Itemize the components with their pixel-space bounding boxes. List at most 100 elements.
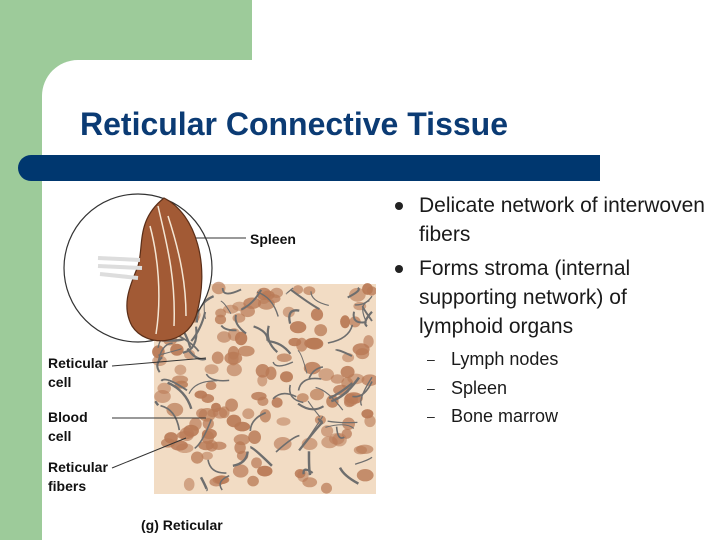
reticular-fiber — [330, 376, 361, 403]
tissue-cell — [251, 391, 267, 401]
label-spleen: Spleen — [250, 231, 296, 247]
reticular-fiber-network — [154, 287, 373, 492]
bullet-dot-icon — [395, 202, 403, 210]
reticular-fiber — [205, 373, 230, 382]
reticular-fiber — [315, 386, 344, 411]
tissue-cell — [363, 335, 374, 348]
reticular-fibers-leader — [111, 437, 187, 469]
tissue-cell — [276, 417, 291, 426]
reticular-fiber — [157, 342, 173, 364]
tissue-cell — [214, 314, 227, 325]
reticular-fiber — [199, 476, 208, 492]
tissue-cell — [198, 441, 214, 451]
reticular-fiber — [298, 421, 324, 452]
tissue-cell — [280, 371, 293, 383]
bullet-item: Forms stroma (internal supporting networ… — [393, 254, 713, 341]
bullet-item: Delicate network of interwoven fibers — [393, 191, 713, 249]
tissue-cell — [211, 281, 226, 295]
tissue-cell — [349, 316, 361, 328]
label-reticular-fibers-line2: fibers — [48, 478, 87, 494]
reticular-fiber — [297, 377, 322, 391]
tissue-cell — [321, 436, 338, 449]
tissue-cell — [201, 428, 217, 440]
figure-caption: (g) Reticular — [141, 517, 223, 533]
tissue-cell — [196, 408, 208, 419]
tissue-cell — [340, 315, 351, 329]
reticular-fiber — [275, 434, 300, 453]
dash-icon: – — [427, 351, 435, 367]
tissue-cell — [259, 409, 271, 423]
tissue-cell — [201, 451, 213, 460]
tissue-cell — [189, 417, 202, 431]
reticular-fiber — [220, 324, 237, 332]
reticular-fiber — [335, 349, 353, 357]
tissue-cell — [172, 375, 189, 384]
tissue-cell — [255, 364, 270, 378]
label-reticular-cell-line1: Reticular — [48, 355, 108, 371]
green-accent-top — [0, 0, 252, 60]
tissue-cell — [304, 337, 323, 349]
sub-bullet-text: Bone marrow — [451, 406, 559, 426]
label-reticular-cell-line2: cell — [48, 374, 72, 390]
tissue-cell — [204, 364, 219, 375]
tissue-cell — [225, 398, 239, 412]
tissue-cell — [179, 427, 195, 442]
reticular-fiber — [297, 402, 325, 411]
tissue-cell — [238, 345, 255, 357]
tissue-cell — [226, 363, 242, 377]
tissue-cell — [347, 373, 365, 385]
reticular-fiber — [288, 309, 300, 324]
tissue-cell — [321, 425, 334, 437]
reticular-fiber — [317, 418, 324, 424]
tissue-cell — [211, 351, 224, 364]
reticular-fiber — [325, 424, 355, 429]
reticular-fiber — [327, 420, 358, 424]
reticular-fiber — [156, 356, 163, 373]
tissue-cell — [248, 430, 261, 444]
reticular-fiber — [232, 451, 249, 467]
tissue-cell — [356, 444, 374, 454]
tissue-cell — [191, 451, 204, 464]
reticular-fiber — [220, 300, 232, 315]
tissue-cell — [257, 465, 273, 477]
dash-icon: – — [427, 408, 435, 424]
reticular-fiber — [207, 459, 227, 474]
tissue-cell — [343, 393, 358, 407]
reticular-fiber — [160, 404, 181, 431]
tissue-cell — [183, 477, 195, 491]
tissue-cell — [234, 331, 248, 346]
bullet-content: Delicate network of interwoven fibers Fo… — [393, 191, 713, 431]
slide-title: Reticular Connective Tissue — [80, 106, 508, 142]
label-blood-cell-line1: Blood — [48, 409, 88, 425]
reticular-fiber — [250, 446, 273, 467]
reticular-fiber — [188, 380, 218, 394]
reticular-fiber — [154, 400, 160, 407]
tissue-cell — [330, 374, 345, 384]
reticular-fiber — [302, 468, 314, 475]
sub-bullet-text: Lymph nodes — [451, 349, 559, 369]
reticular-fiber — [249, 411, 267, 432]
title-rule — [18, 155, 600, 181]
reticular-fiber — [157, 348, 182, 356]
tissue-cell — [303, 286, 316, 296]
reticular-fiber — [167, 381, 193, 410]
tissue-cell — [276, 353, 292, 362]
tissue-cell — [289, 321, 307, 334]
tissue-cell — [288, 337, 302, 347]
sub-bullet-item: – Lymph nodes — [393, 345, 713, 374]
tissue-cell — [309, 388, 325, 401]
label-reticular-cell: Reticular cell — [48, 354, 108, 392]
tissue-cell — [161, 438, 175, 448]
tissue-cell — [240, 305, 255, 318]
reticular-fiber — [267, 340, 292, 355]
tissue-cell — [157, 382, 171, 394]
reticular-fiber — [190, 311, 207, 342]
tissue-cell — [234, 441, 246, 455]
label-reticular-fibers: Reticular fibers — [48, 458, 108, 496]
tissue-cell — [174, 364, 187, 375]
reticular-fiber — [160, 378, 188, 392]
tissue-cell — [314, 324, 328, 337]
tissue-illustration — [63, 193, 379, 494]
tissue-cell — [205, 381, 217, 390]
reticular-fiber — [307, 451, 312, 476]
